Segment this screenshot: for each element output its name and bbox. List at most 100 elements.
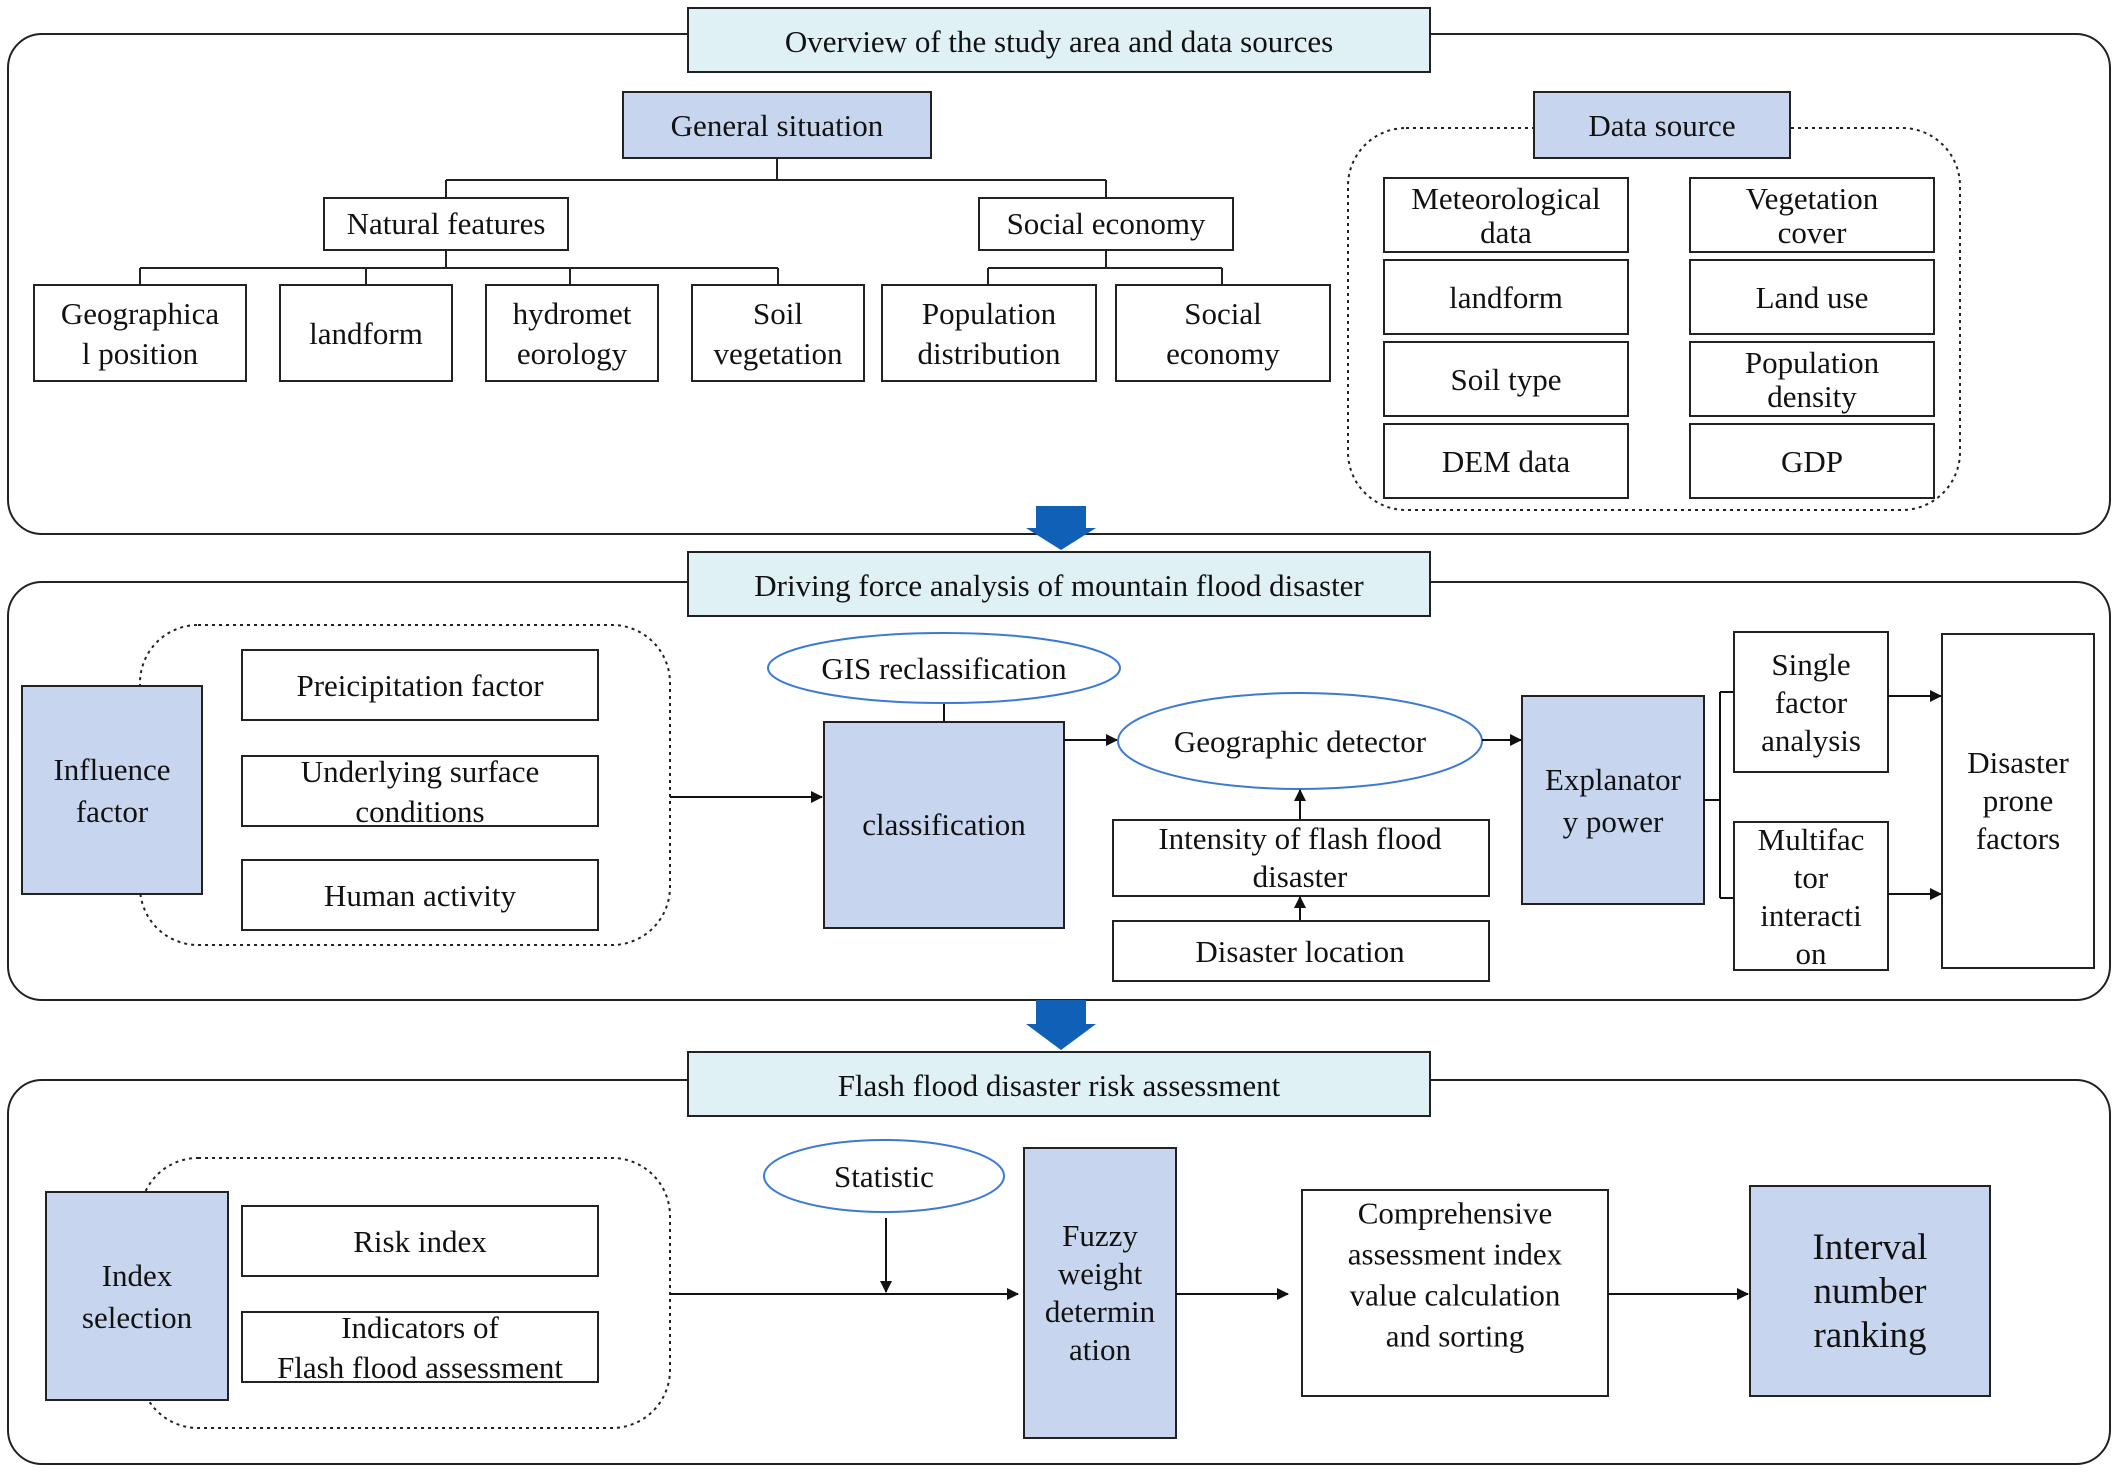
statistic-ellipse — [763, 1139, 1005, 1213]
data-source-item-label-4: Land use — [1756, 280, 1869, 315]
section-overview: Overview of the study area and data sour… — [7, 7, 2111, 535]
multifactor-line-4: on — [1796, 936, 1828, 971]
index-label-1: Risk index — [353, 1224, 487, 1259]
factor-3-line-1: Human activity — [324, 878, 516, 913]
multifactor-box — [1733, 821, 1889, 971]
comprehensive-box — [1301, 1189, 1609, 1397]
data-source-item-box-2 — [1689, 177, 1935, 253]
index-box-1 — [241, 1205, 599, 1277]
natural-item-4-line-2: vegetation — [713, 336, 843, 371]
natural-item-1-line-2: l position — [82, 336, 199, 371]
data-source-item-3-line-1: landform — [1449, 280, 1563, 315]
natural-item-box-2 — [279, 284, 453, 382]
factor-label-3: Human activity — [324, 878, 516, 913]
data-source-title-box — [1533, 91, 1791, 159]
natural-item-3-line-2: eorology — [517, 336, 628, 371]
data-source-item-2-line-1: Vegetation — [1746, 181, 1879, 216]
comprehensive-line-1: Comprehensive — [1358, 1195, 1553, 1230]
interval-ranking-line-3: ranking — [1813, 1315, 1926, 1356]
natural-features-label: Natural features — [347, 206, 546, 241]
influence-factor-line-2: factor — [76, 794, 149, 829]
factor-box-2 — [241, 755, 599, 827]
natural-item-3-line-1: hydromet — [513, 296, 632, 331]
intensity-box — [1112, 819, 1490, 897]
factor-label-1: Preicipitation factor — [296, 668, 544, 703]
data-source-item-box-7 — [1383, 423, 1629, 499]
gis-reclassification-label: GIS reclassification — [821, 651, 1067, 686]
fuzzy-weight-line-1: Fuzzy — [1062, 1218, 1138, 1253]
multifactor-line-2: tor — [1794, 860, 1829, 895]
fuzzy-weight-box — [1023, 1147, 1177, 1439]
explanatory-power-box — [1521, 695, 1705, 905]
down-arrow-1 — [1026, 506, 1096, 550]
data-source-item-label-8: GDP — [1781, 444, 1843, 479]
factor-1-line-1: Preicipitation factor — [296, 668, 544, 703]
data-source-item-box-1 — [1383, 177, 1629, 253]
data-source-item-box-5 — [1383, 341, 1629, 417]
social-item-box-2 — [1115, 284, 1331, 382]
data-source-item-6-line-1: Population — [1745, 345, 1880, 380]
interval-ranking-line-2: number — [1813, 1271, 1926, 1312]
interval-ranking-line-1: Interval — [1812, 1227, 1927, 1268]
data-source-title: Data source — [1588, 108, 1735, 143]
index-2-line-2: Flash flood assessment — [277, 1350, 563, 1385]
natural-item-label-3: hydromet eorology — [513, 296, 632, 371]
comprehensive-line-4: and sorting — [1386, 1318, 1525, 1353]
data-source-item-6-line-2: density — [1767, 379, 1857, 414]
natural-item-box-4 — [691, 284, 865, 382]
social-economy-label: Social economy — [1007, 206, 1206, 241]
index-selection-line-2: selection — [82, 1300, 193, 1335]
data-source-item-box-6 — [1689, 341, 1935, 417]
explanatory-power-line-2: y power — [1563, 804, 1664, 839]
section-risk-assessment: Flash flood disaster risk assessment Ind… — [7, 1051, 2111, 1465]
social-item-1-line-2: distribution — [918, 336, 1061, 371]
index-box-2 — [241, 1311, 599, 1383]
single-factor-box — [1733, 631, 1889, 773]
natural-features-box — [323, 197, 569, 251]
comprehensive-line-3: value calculation — [1350, 1277, 1561, 1312]
fuzzy-weight-line-3: determin — [1045, 1294, 1156, 1329]
data-source-item-label-5: Soil type — [1450, 362, 1561, 397]
disaster-prone-line-3: factors — [1976, 821, 2060, 856]
disaster-location-label: Disaster location — [1195, 934, 1405, 969]
tree-connectors — [139, 158, 1223, 285]
general-situation-label: General situation — [671, 108, 884, 143]
data-source-item-4-line-1: Land use — [1756, 280, 1869, 315]
section-driving-force-title-box — [687, 551, 1431, 617]
general-situation-box — [622, 91, 932, 159]
index-2-line-1: Indicators of — [341, 1310, 499, 1345]
explanatory-branch-connectors — [1704, 691, 1734, 899]
section-overview-title: Overview of the study area and data sour… — [785, 24, 1333, 59]
factor-2-line-2: conditions — [355, 794, 484, 829]
index-selection-line-1: Index — [102, 1258, 173, 1293]
data-source-item-2-line-2: cover — [1778, 215, 1848, 250]
classification-label: classification — [862, 807, 1026, 842]
factor-2-line-1: Underlying surface — [301, 754, 539, 789]
factor-box-3 — [241, 859, 599, 931]
intensity-line-2: disaster — [1253, 859, 1348, 894]
fuzzy-weight-line-4: ation — [1069, 1332, 1131, 1367]
data-source-item-label-7: DEM data — [1442, 444, 1571, 479]
natural-item-box-3 — [485, 284, 659, 382]
multifactor-line-3: interacti — [1760, 898, 1862, 933]
section-risk-assessment-title: Flash flood disaster risk assessment — [838, 1068, 1281, 1103]
data-source-item-7-line-1: DEM data — [1442, 444, 1571, 479]
index-1-line-1: Risk index — [353, 1224, 487, 1259]
factor-box-1 — [241, 649, 599, 721]
data-source-item-1-line-1: Meteorological — [1411, 181, 1600, 216]
data-source-item-box-3 — [1383, 259, 1629, 335]
data-source-item-8-line-1: GDP — [1781, 444, 1843, 479]
